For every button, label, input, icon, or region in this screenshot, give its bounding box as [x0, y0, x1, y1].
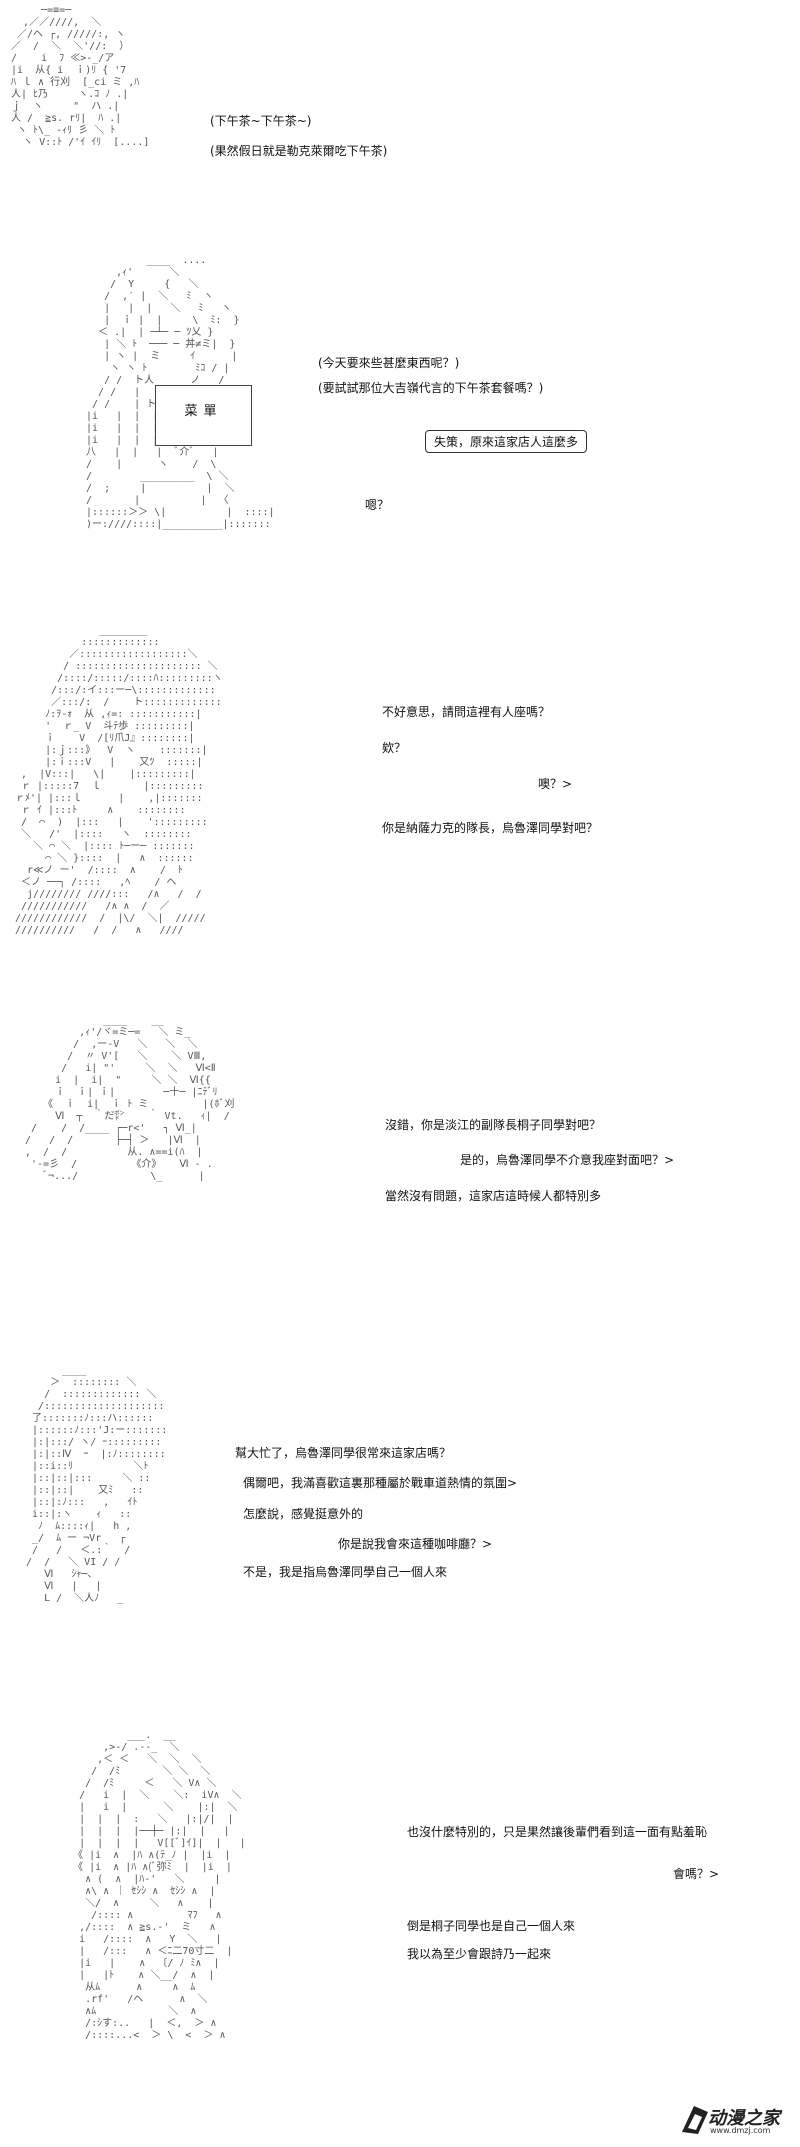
dialogue-line: 你是納薩力克的隊長，烏魯澤同學對吧？: [382, 821, 599, 835]
dialogue-line: 欸？: [382, 741, 407, 755]
dialogue-line: 幫大忙了，烏魯澤同學很常來這家店嗎？: [235, 1446, 452, 1460]
panel-5: ____ ＞ :::::::: ＼ / ::::::::::::: ＼ /:::…: [0, 1360, 800, 1705]
ascii-art-character: ____ ＞ :::::::: ＼ / ::::::::::::: ＼ /:::…: [26, 1365, 168, 1604]
ascii-art-character: ___. __ ,>-/ .--_ ＼ ,＜ ＜ ＼ ＼ ＼ / /ﾐ ＼ ＼ …: [73, 1730, 246, 2041]
dialogue-line: 偶爾吧，我滿喜歡這裏那種屬於戰車道熱情的氛圍>: [243, 1476, 518, 1490]
dialogue-line: 倒是桐子同學也是自己一個人來: [407, 1919, 576, 1933]
dialogue-line: 沒錯，你是淡江的副隊長桐子同學對吧？: [385, 1118, 602, 1132]
ascii-art-character: ________ ::::::::::::: ／::::::::::::::::…: [15, 625, 223, 936]
dialogue-line: (今天要來些甚麼東西呢？): [318, 356, 460, 370]
dialogue-line: 不是，我是指烏魯澤同學自己一個人來: [243, 1565, 448, 1579]
dialogue-line: (下午茶~下午茶~): [210, 114, 312, 128]
ascii-art-character: ____ __ ,ｨ'/ヾ=ミ─= ＼ ミ_ / ,ー-V ＼ ＼ ＼ / 〃 …: [25, 1015, 235, 1182]
dialogue-line: 不好意思，請問這裡有人座嗎？: [382, 705, 551, 719]
panel-6: ___. __ ,>-/ .--_ ＼ ,＜ ＜ ＼ ＼ ＼ / /ﾐ ＼ ＼ …: [0, 1720, 800, 2147]
panel-4: ____ __ ,ｨ'/ヾ=ミ─= ＼ ミ_ / ,ー-V ＼ ＼ ＼ / 〃 …: [0, 1010, 800, 1350]
logo-name: 动漫之家: [708, 2108, 780, 2129]
dialogue-line: 噢？>: [538, 777, 573, 791]
dialogue-line: (果然假日就是勒克萊爾吃下午茶): [210, 144, 388, 158]
dialogue-line: 你是說我會來這種咖啡廳？>: [338, 1537, 493, 1551]
dialogue-line: 當然沒有問題，這家店這時候人都特別多: [385, 1189, 602, 1203]
menu-board: 菜單: [155, 385, 252, 446]
ascii-art-character: ─=≡=─ ,／／////, ＼ ／/ヘ ┌, /////:, ヽ ／ / ＼ …: [11, 5, 150, 148]
dialogue-line: 嗯？: [365, 498, 390, 512]
dialogue-line: 是的，烏魯澤同學不介意我座對面吧？>: [460, 1153, 675, 1167]
panel-2: ____ .... ,ｨ' ＼ / Y { ＼ / ,′ | ＼ ﾐ ヽ | |…: [0, 230, 800, 610]
logo-emblem-icon: [682, 2106, 708, 2134]
thought-bubble: 失策，原來這家店人這麼多: [425, 430, 588, 453]
dialogue-line: 怎麼說，感覺挺意外的: [243, 1507, 364, 1521]
panel-3: ________ ::::::::::::: ／::::::::::::::::…: [0, 620, 800, 1000]
dialogue-line: 會嗎？>: [673, 1867, 720, 1881]
dialogue-line: 也沒什麼特別的，只是果然讓後輩們看到這一面有點羞恥: [407, 1825, 708, 1839]
dialogue-line: 我以為至少會跟詩乃一起來: [407, 1947, 552, 1961]
site-logo: 动漫之家 www.dmzj.com: [680, 2100, 780, 2140]
menu-board-label: 菜單: [184, 404, 223, 419]
dialogue-line: (要試試那位大吉嶺代言的下午茶套餐嗎？): [318, 381, 544, 395]
logo-url: www.dmzj.com: [710, 2126, 771, 2135]
panel-1: ─=≡=─ ,／／////, ＼ ／/ヘ ┌, /////:, ヽ ／ / ＼ …: [0, 0, 800, 215]
